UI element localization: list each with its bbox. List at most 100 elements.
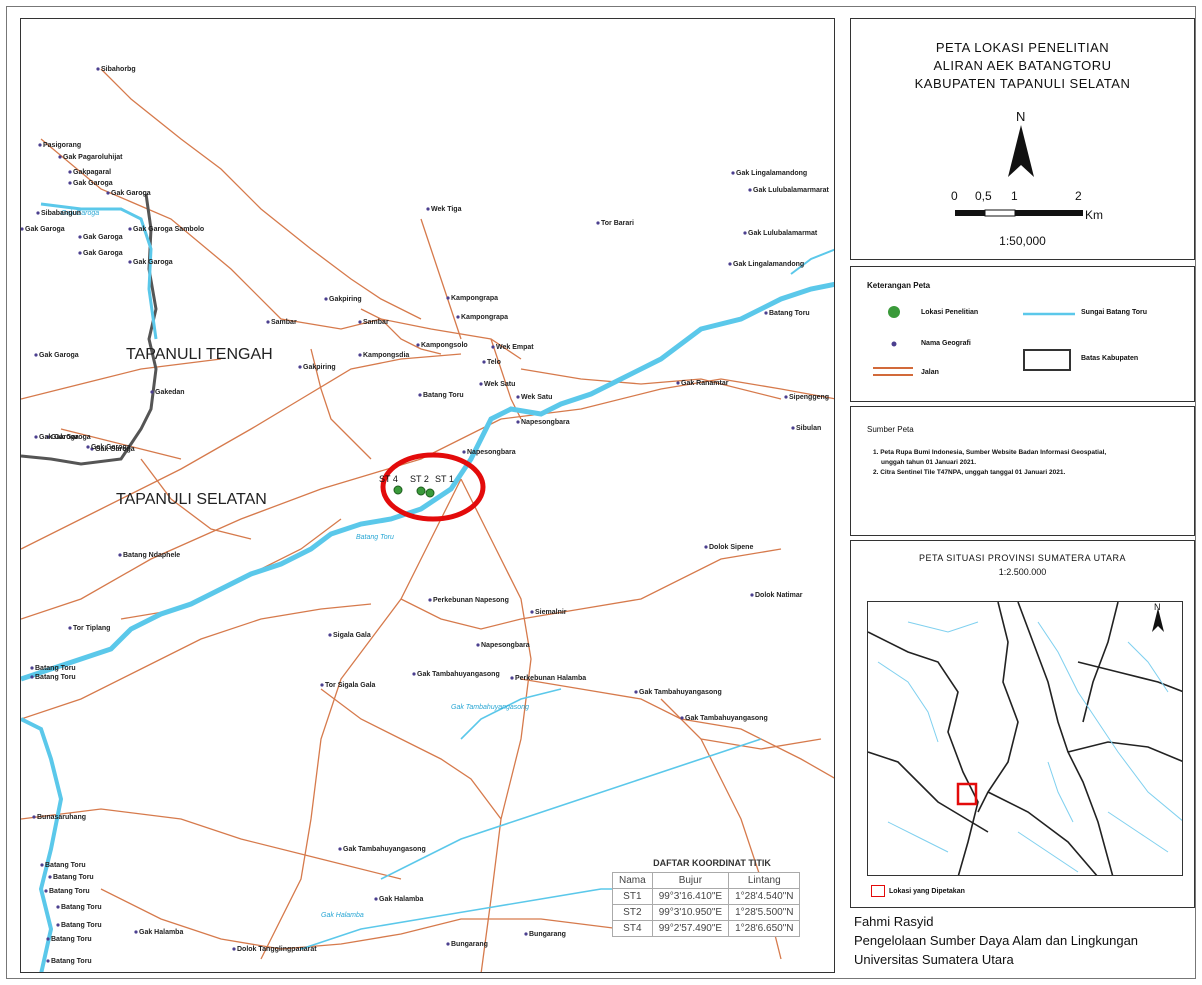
road [490,338,522,420]
source-line: unggah tahun 01 Januari 2021. [881,459,976,466]
place-label: Batang Toru [51,936,92,943]
place-label: Gak Garoga [83,250,123,257]
place-marker [58,155,62,159]
place-marker [412,672,416,676]
place-marker [750,593,754,597]
table-cell: 99°2'57.490"E [651,920,730,937]
main-map[interactable]: TAPANULI TENGAH TAPANULI SELATAN Gak Gar… [20,18,835,973]
place-label: Wek Satu [484,381,515,388]
place-marker [462,450,466,454]
legend-item-label: Batas Kabupaten [1081,355,1139,362]
place-label: Sibahorbg [101,66,136,73]
place-marker [34,353,38,357]
place-marker [320,683,324,687]
road [460,478,532,972]
place-marker [96,67,100,71]
inset-panel: PETA SITUASI PROVINSI SUMATERA UTARA 1:2… [850,540,1195,908]
place-label: Gak Halamba [379,896,423,903]
map-canvas[interactable]: TAPANULI TENGAH TAPANULI SELATAN Gak Gar… [21,19,835,973]
table-header-cell: Lintang [728,872,801,889]
inset-legend-icon [871,885,885,897]
road [140,458,252,540]
inset-map[interactable]: N [867,601,1183,876]
source-line: 1. Peta Rupa Bumi Indonesia, Sumber Webs… [873,449,1107,456]
place-label: Tor Sigala Gala [325,682,376,689]
table-cell: 99°3'16.410"E [651,888,730,905]
road [21,353,462,550]
place-label: Sambar [363,319,389,326]
author-program: Pengelolaan Sumber Daya Alam dan Lingkun… [854,933,1139,948]
scale-label: 2 [1075,189,1082,203]
legend-item-label: Jalan [921,369,939,376]
place-label: Sibabangun [41,210,81,217]
legend-title: Keterangan Peta [867,281,931,290]
road [400,598,522,630]
scale-ratio: 1:50,000 [999,234,1046,248]
station-point-st4[interactable] [393,485,403,495]
place-marker [491,345,495,349]
place-marker [30,675,34,679]
place-label: Batang Toru [49,888,90,895]
place-marker [46,959,50,963]
place-label: Bungarang [529,931,566,938]
place-marker [791,426,795,430]
place-marker [46,435,50,439]
place-marker [68,626,72,630]
river-tributary [380,738,762,880]
place-label: Batang Toru [45,862,86,869]
place-label: Gak Lingalamandong [736,170,807,177]
station-point-st1[interactable] [425,488,435,498]
place-marker [34,435,38,439]
table-header-row: Nama Bujur Lintang [612,872,801,889]
map-title: PETA LOKASI PENELITIAN ALIRAN AEK BATANG… [851,39,1194,93]
place-label: Gak Tambahuyangasong [639,689,722,696]
table-header-cell: Bujur [651,872,730,889]
place-label: Gakedan [155,389,185,396]
road-legend-icon [873,367,913,376]
author-name: Fahmi Rasyid [854,914,934,929]
station-label: ST 2 [410,474,429,484]
station-point-st2[interactable] [416,486,426,496]
road [60,428,182,460]
place-label: Wek Satu [521,394,552,401]
road [21,358,222,400]
road [100,888,622,950]
river-batang-toru [21,717,64,972]
place-marker [56,905,60,909]
table-cell: 1°28'6.650"N [728,920,801,937]
place-marker [524,932,528,936]
scale-label: 0 [951,189,958,203]
place-label: Gak Garoga Sambolo [133,226,204,233]
place-marker [266,320,270,324]
place-label: Gak Lulubalamarmat [748,230,818,237]
station-label: ST 1 [435,474,454,484]
table-cell: ST4 [612,920,653,937]
place-label: Gakpiring [329,296,362,303]
place-label: Batang Toru [61,904,102,911]
place-label: Napesongbara [481,642,530,649]
place-label: Bungarang [451,941,488,948]
place-marker [118,553,122,557]
table-row: ST4 99°2'57.490"E 1°28'6.650"N [612,920,801,937]
place-label: Gak Tambahuyangasong [417,671,500,678]
road [40,138,522,360]
place-label: Tor Tiplang [73,625,110,632]
scale-label: 1 [1011,189,1018,203]
place-marker [338,847,342,851]
place-marker [44,889,48,893]
place-label: Pasigorang [43,142,81,149]
river-halamba [300,888,641,950]
place-marker [78,251,82,255]
place-label: Gak Lingalamandong [733,261,804,268]
road [360,308,442,355]
place-marker [48,875,52,879]
place-label: Sambar [271,319,297,326]
place-marker [30,666,34,670]
place-marker [680,716,684,720]
river-label: Gak Tambahuyangasong [451,704,529,711]
place-marker [150,390,154,394]
place-label: Gak Garoga [39,352,79,359]
place-marker [106,191,110,195]
rivers [21,202,834,972]
